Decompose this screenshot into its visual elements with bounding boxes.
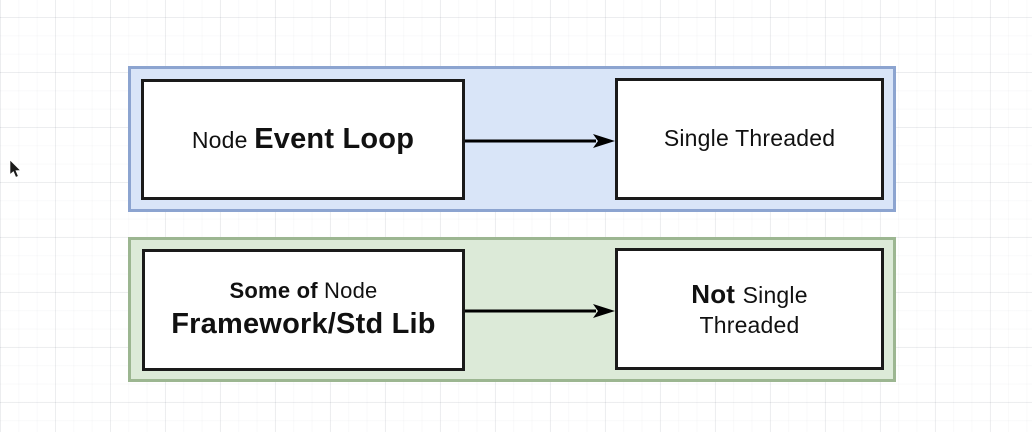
box-label-line: Node Event Loop <box>191 122 415 155</box>
box-label-line: Single Threaded <box>663 125 836 152</box>
box-label-line: Framework/Std Lib <box>171 307 436 340</box>
box-label-line: Some of Node <box>229 278 378 304</box>
mouse-cursor-icon <box>9 160 22 178</box>
box-label-line: Not Single <box>691 278 808 309</box>
node-event-loop-box[interactable]: Node Event Loop <box>141 79 465 200</box>
single-threaded-box[interactable]: Single Threaded <box>615 78 884 200</box>
arrow-event-loop-to-single-threaded[interactable] <box>463 133 617 149</box>
box-label-line: Threaded <box>699 311 800 338</box>
arrow-framework-to-not-single-threaded[interactable] <box>463 303 617 319</box>
